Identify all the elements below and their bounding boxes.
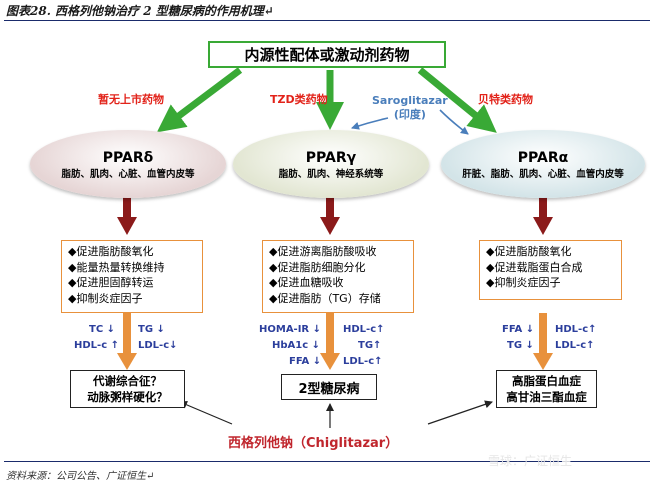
receptor-name: PPARγ [305, 149, 357, 166]
receptor-name: PPARα [517, 149, 569, 166]
green-arrow-left [156, 67, 243, 133]
outcome-line: 动脉粥样硬化？ [87, 390, 168, 404]
chig-arrow-right [427, 400, 493, 425]
effect-item: ◆促进脂肪酸氧化 [486, 245, 572, 258]
receptor-tissues: 肝脏、脂肪、肌肉、心脏、血管内皮等 [462, 168, 624, 180]
saroglitazar-arrow-left [351, 117, 389, 130]
category-right-label: 贝特类药物 [478, 93, 533, 106]
top-rule [4, 20, 650, 21]
red-arrow-left [117, 196, 137, 235]
effect-item: ◆促进胆固醇转运 [68, 276, 154, 289]
receptor-name: PPARδ [102, 149, 154, 166]
effects-box-left: ◆促进脂肪酸氧化 ◆能量热量转换维持 ◆促进胆固醇转运 ◆抑制炎症因子 [61, 240, 203, 313]
effect-item: ◆促进脂肪细胞分化 [269, 260, 366, 274]
source-note: 资料来源：公司公告、广证恒生↵ [6, 471, 155, 482]
effect-item: ◆促进脂肪酸氧化 [68, 245, 154, 258]
effects-box-right: ◆促进脂肪酸氧化 ◆促进载脂蛋白合成 ◆抑制炎症因子 [479, 240, 622, 300]
marker-ffa: FFA ↓ [289, 356, 322, 367]
ligand-agonist-label: 内源性配体或激动剂药物 [244, 46, 410, 64]
marker-hba1c: HbA1c ↓ [272, 340, 321, 351]
receptor-tissues: 脂肪、肌肉、心脏、血管内皮等 [61, 168, 195, 180]
watermark: 雪球：广证恒生 [488, 454, 573, 468]
saroglitazar-arrow-right [439, 109, 469, 135]
saroglitazar-label: Saroglitazar (印度) [372, 94, 448, 122]
green-arrow-right [417, 67, 497, 133]
effect-item: ◆促进脂肪（TG）存储 [269, 291, 381, 305]
bottom-rule [4, 461, 650, 462]
receptor-ppar-alpha: PPARα 肝脏、脂肪、肌肉、心脏、血管内皮等 [441, 130, 645, 198]
marker-ldl: LDL-c↑ [555, 340, 595, 351]
orange-arrow-right [533, 313, 553, 370]
marker-hdl: HDL-c ↑ [74, 340, 119, 351]
marker-tg: TG ↓ [138, 324, 165, 335]
marker-tg: TG ↓ [507, 340, 534, 351]
marker-ffa: FFA ↓ [502, 324, 535, 335]
effect-item: ◆能量热量转换维持 [68, 260, 165, 274]
outcome-line: 高甘油三酯血症 [506, 390, 587, 404]
effects-box-middle: ◆促进游离脂肪酸吸收 ◆促进脂肪细胞分化 ◆促进血糖吸收 ◆促进脂肪（TG）存储 [262, 240, 414, 313]
effect-item: ◆抑制炎症因子 [68, 291, 143, 305]
outcome-type2-diabetes: 2型糖尿病 [281, 374, 377, 400]
marker-homa-ir: HOMA-IR ↓ [259, 324, 321, 335]
receptor-tissues: 脂肪、肌肉、神经系统等 [278, 168, 384, 180]
red-arrow-right [533, 196, 553, 235]
marker-ldl: LDL-c↓ [138, 340, 178, 351]
outcome-metabolic-syndrome: 代谢综合征？ 动脉粥样硬化？ [70, 370, 185, 408]
outcome-hyperlipidemia: 高脂蛋白血症 高甘油三酯血症 [496, 370, 597, 408]
effect-item: ◆抑制炎症因子 [486, 276, 561, 289]
effect-item: ◆促进游离脂肪酸吸收 [269, 245, 377, 258]
figure-title: 图表28. 西格列他钠治疗 2 型糖尿病的作用机理↵ [6, 4, 274, 18]
orange-arrow-middle [320, 313, 340, 370]
outcome-line: 2型糖尿病 [298, 381, 360, 397]
effect-item: ◆促进血糖吸收 [269, 276, 344, 289]
category-left-label: 暂无上市药物 [98, 93, 164, 106]
outcome-line: 高脂蛋白血症 [512, 374, 581, 388]
marker-hdl: HDL-c↑ [555, 324, 597, 335]
receptor-ppar-delta: PPARδ 脂肪、肌肉、心脏、血管内皮等 [30, 130, 226, 198]
marker-ldl: LDL-c↑ [343, 356, 383, 367]
category-middle-label: TZD类药物 [270, 93, 328, 106]
chig-arrow-left [179, 401, 233, 425]
receptor-ppar-gamma: PPARγ 脂肪、肌肉、神经系统等 [233, 130, 429, 198]
marker-tg: TG↑ [358, 340, 382, 351]
red-arrow-middle [320, 196, 340, 235]
orange-arrow-left [117, 313, 137, 370]
marker-hdl: HDL-c↑ [343, 324, 385, 335]
marker-tc: TC ↓ [89, 324, 116, 335]
saroglitazar-name: Saroglitazar [372, 94, 448, 107]
outcome-line: 代谢综合征？ [93, 374, 162, 388]
effect-item: ◆促进载脂蛋白合成 [486, 260, 583, 274]
chiglitazar-label: 西格列他钠（Chiglitazar） [228, 436, 399, 451]
ligand-agonist-box: 内源性配体或激动剂药物 [208, 41, 446, 68]
saroglitazar-region: (印度) [393, 108, 426, 121]
